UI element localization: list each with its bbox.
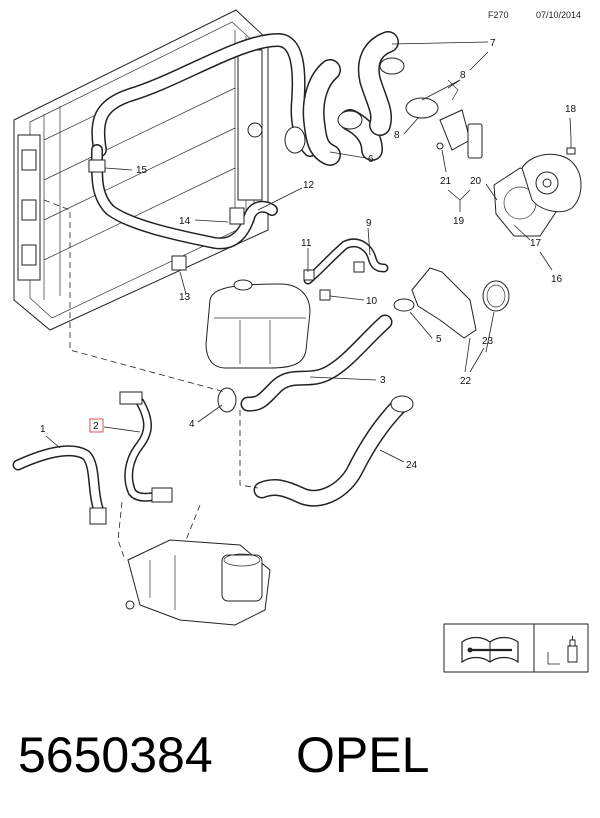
sealant-tube-icon — [547, 636, 578, 665]
leader-lines — [45, 41, 572, 463]
part-number: 5650384 — [18, 727, 213, 783]
callout-8b: 8 — [394, 130, 400, 141]
callout-2-highlight — [89, 418, 104, 433]
upper-radiator-hose — [91, 33, 317, 157]
callout-12: 12 — [303, 180, 315, 191]
diagram-code: F270 — [488, 10, 509, 20]
service-info-box — [443, 623, 589, 673]
radiator-lower-hose — [88, 144, 278, 271]
hose-9 — [303, 238, 389, 301]
callout-14: 14 — [179, 216, 191, 227]
callout-9: 9 — [366, 218, 372, 229]
callout-3: 3 — [380, 375, 386, 386]
callout-8a: 8 — [460, 70, 466, 81]
hose-2 — [119, 391, 173, 503]
callout-4: 4 — [189, 419, 195, 430]
brand-name: OPEL — [296, 727, 429, 783]
callout-22: 22 — [460, 376, 472, 387]
callout-17: 17 — [530, 238, 542, 249]
callout-18: 18 — [565, 104, 577, 115]
callout-20: 20 — [470, 176, 482, 187]
callout-21: 21 — [440, 176, 452, 187]
hose-3 — [217, 314, 393, 413]
callout-7: 7 — [490, 38, 496, 49]
callout-1: 1 — [40, 424, 46, 435]
hose-6 — [284, 59, 383, 166]
callout-15: 15 — [136, 165, 148, 176]
callout-16: 16 — [551, 274, 563, 285]
expansion-tank — [205, 279, 311, 369]
callout-10: 10 — [366, 296, 378, 307]
diagram-date: 07/10/2014 — [536, 10, 581, 20]
callout-24: 24 — [406, 460, 418, 471]
thermostat-housing — [405, 79, 483, 159]
water-pump — [493, 138, 582, 237]
callout-23: 23 — [482, 336, 494, 347]
callout-5: 5 — [436, 334, 442, 345]
manual-tools-icon — [461, 636, 519, 664]
connection-dashes — [43, 199, 259, 561]
callout-2: 2 — [93, 421, 99, 432]
hose-1 — [12, 445, 107, 525]
thermostat-outlet — [393, 267, 510, 339]
hose-7 — [357, 31, 405, 136]
callout-11: 11 — [301, 238, 312, 249]
callout-6: 6 — [368, 154, 374, 165]
engine-block-assembly — [125, 539, 271, 626]
radiator — [13, 9, 269, 331]
callout-13: 13 — [179, 292, 191, 303]
hose-24 — [253, 395, 414, 507]
callout-19: 19 — [453, 216, 465, 227]
